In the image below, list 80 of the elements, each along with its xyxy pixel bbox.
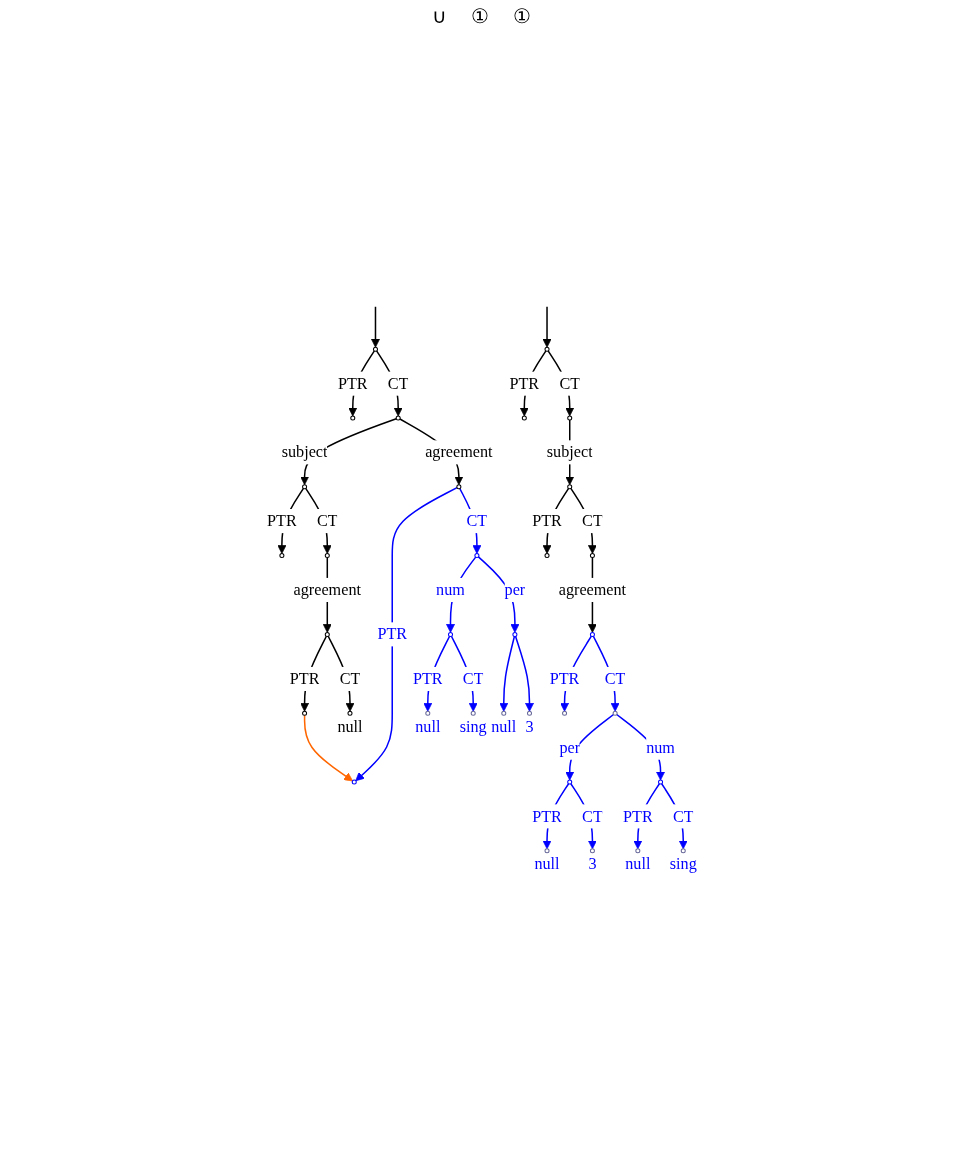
value-label: sing — [669, 855, 697, 873]
circle-node — [566, 484, 572, 490]
symbol-label: ∪ — [432, 4, 447, 28]
circle-node — [278, 553, 284, 559]
circle-node — [470, 710, 476, 716]
arrow — [303, 714, 353, 782]
edge-label: subject — [546, 443, 593, 461]
edge-label: CT — [581, 807, 603, 825]
value-label: null — [534, 855, 560, 873]
edge-label: PTR — [377, 625, 407, 643]
edge-label: agreement — [293, 580, 361, 599]
circle-node — [455, 484, 461, 490]
edge-label: PTR — [531, 512, 562, 530]
edge-label: PTR — [412, 669, 443, 688]
edge-label: num — [645, 738, 675, 756]
arrow — [370, 306, 380, 348]
circle-node — [612, 710, 618, 716]
value-label: null — [414, 717, 440, 735]
value-label: null — [337, 717, 363, 735]
arrow — [514, 635, 534, 712]
value-label: 3 — [588, 855, 597, 873]
circle-node — [395, 415, 401, 421]
edge-label: CT — [466, 512, 487, 530]
symbol-label: ① — [471, 4, 489, 28]
edge-label: num — [435, 580, 465, 599]
edge-label: PTR — [549, 669, 579, 688]
edge-label: agreement — [424, 443, 493, 461]
edge-label: subject — [281, 443, 328, 461]
circle-node — [301, 484, 307, 490]
circle-node — [474, 553, 480, 559]
circle-node — [566, 415, 572, 421]
circle-node — [424, 710, 430, 716]
circle-node — [447, 631, 453, 637]
value-label: null — [624, 855, 651, 873]
circle-node — [680, 848, 686, 854]
edge-label: CT — [462, 669, 484, 688]
circle-node — [566, 779, 572, 785]
symbol-label: ① — [513, 4, 531, 28]
circle-node — [561, 710, 567, 716]
circle-node — [589, 631, 595, 637]
value-label: sing — [459, 717, 487, 735]
arrow — [542, 306, 552, 348]
circle-node — [301, 710, 307, 716]
circle-node — [372, 346, 378, 352]
edge-label: PTR — [266, 512, 297, 530]
edge-label: CT — [339, 669, 360, 688]
edge-label: PTR — [622, 807, 653, 825]
circle-node — [324, 631, 330, 637]
edge-label: CT — [672, 807, 694, 825]
arrow — [354, 486, 458, 782]
circle-node — [589, 848, 595, 854]
circle-node — [589, 553, 595, 559]
circle-node — [347, 710, 353, 716]
edge-label: PTR — [531, 807, 562, 825]
edge-label: CT — [558, 374, 580, 392]
circle-node — [544, 553, 550, 559]
circle-node — [657, 779, 663, 785]
circle-node — [512, 631, 518, 637]
circle-node — [634, 848, 640, 854]
circle-node — [324, 553, 330, 559]
edge-label: CT — [604, 669, 626, 688]
edge-label: CT — [316, 512, 338, 530]
edge-label: PTR — [337, 374, 368, 392]
circle-node — [526, 710, 532, 716]
value-label: null — [490, 717, 516, 735]
edge-label: agreement — [558, 580, 626, 599]
circle-node — [351, 779, 357, 785]
circle-node — [544, 848, 550, 854]
circle-node — [349, 415, 355, 421]
circle-node — [544, 346, 550, 352]
edge-label: per — [559, 738, 580, 756]
arrow — [498, 635, 515, 712]
circle-node — [521, 415, 527, 421]
edge-label: per — [504, 580, 525, 599]
edge-label: CT — [581, 512, 603, 530]
value-label: 3 — [525, 717, 534, 735]
edge-label: PTR — [289, 669, 320, 688]
edge-label: PTR — [509, 374, 539, 392]
edge-label: CT — [387, 374, 409, 392]
circle-node — [500, 710, 506, 716]
